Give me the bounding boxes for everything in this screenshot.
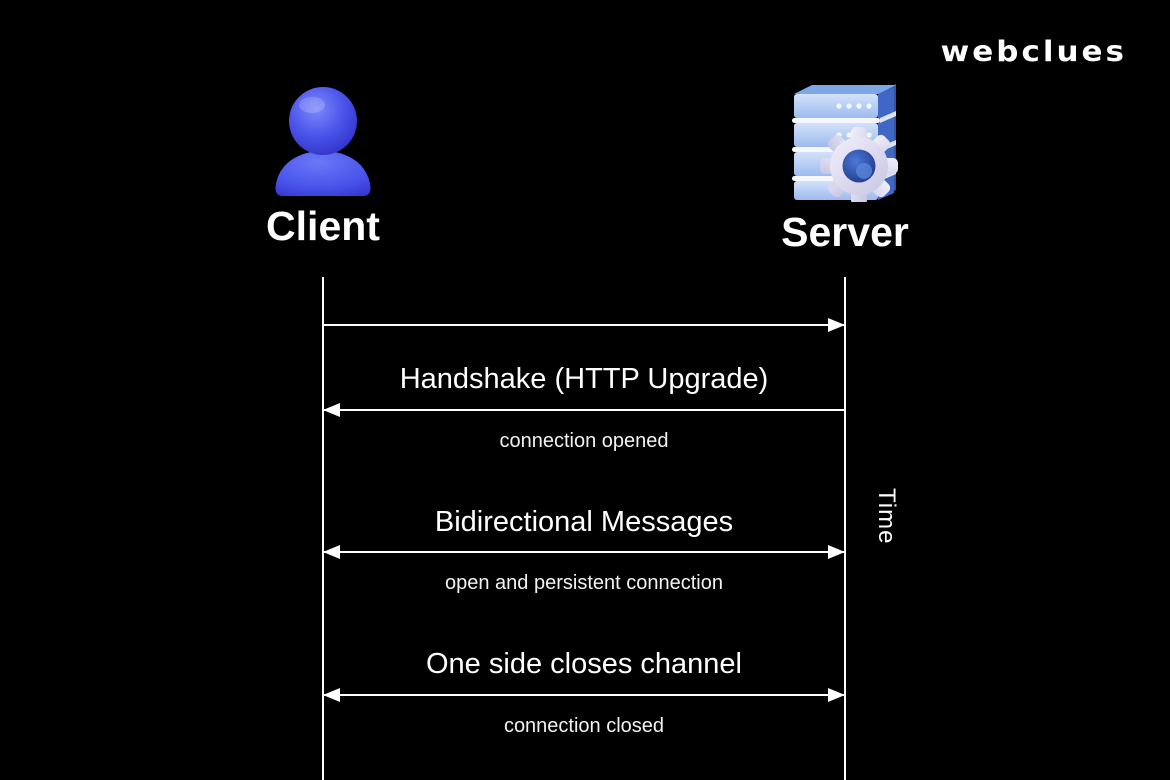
server-label: Server (781, 209, 909, 255)
arrow-handshake-request (324, 318, 845, 332)
arrow-bidirectional-messages (323, 545, 845, 559)
time-axis-label: Time (873, 488, 900, 545)
arrow-close-channel (323, 688, 845, 702)
server-lifeline (844, 277, 846, 780)
message-note-persistent-connection: open and persistent connection (445, 572, 723, 594)
gear-icon (820, 127, 898, 202)
message-note-connection-closed: connection closed (503, 715, 665, 737)
arrow-handshake-response (323, 403, 844, 417)
server-gear-icon (792, 84, 898, 202)
brand-logo: webclues (940, 35, 1127, 69)
message-title-handshake: Handshake (HTTP Upgrade) (399, 363, 769, 395)
server-actor: Server (745, 78, 945, 253)
client-label: Client (266, 203, 380, 249)
client-lifeline (322, 277, 324, 780)
client-actor: Client (223, 84, 423, 247)
message-note-connection-opened: connection opened (499, 430, 669, 452)
person-icon (275, 87, 371, 196)
message-title-bidirectional: Bidirectional Messages (434, 506, 734, 538)
message-title-close-channel: One side closes channel (426, 648, 742, 680)
